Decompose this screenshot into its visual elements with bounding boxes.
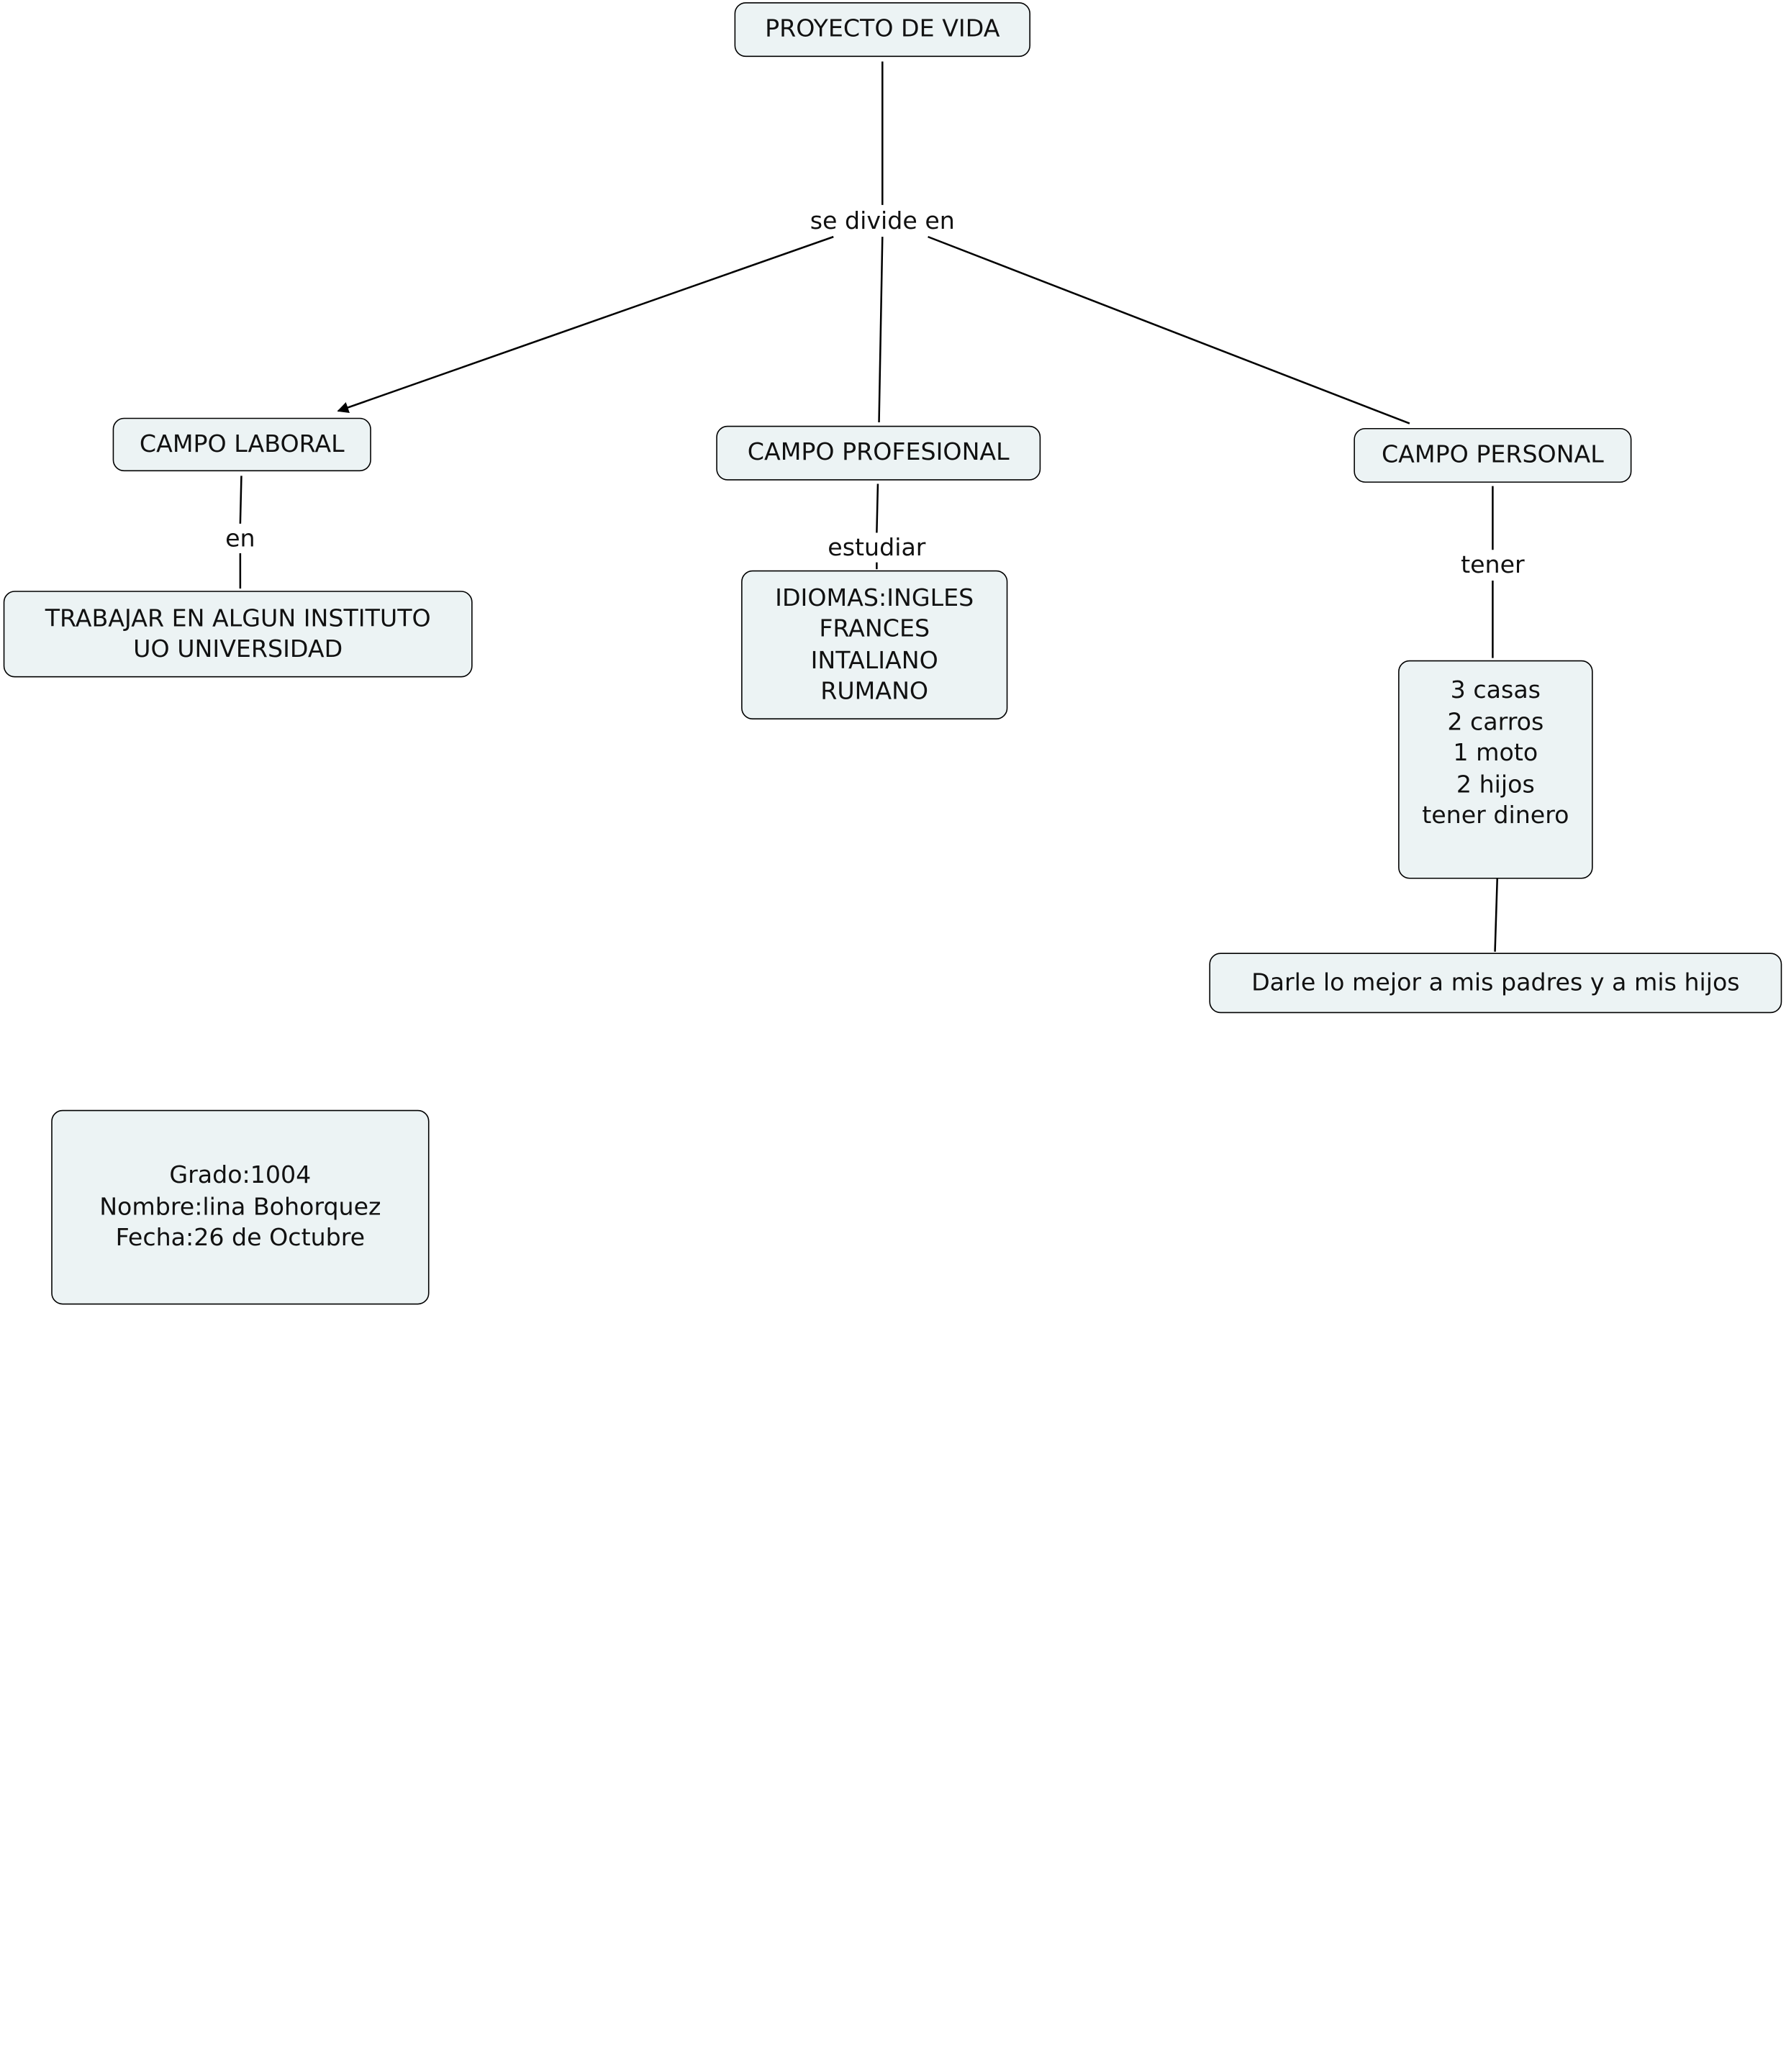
node-label: CAMPO PROFESIONAL — [747, 438, 1010, 466]
node-label: CAMPO PERSONAL — [1381, 440, 1604, 468]
node-line: 2 hijos — [1456, 770, 1535, 798]
edge-link-to-personal — [928, 235, 1410, 424]
node-line: 1 moto — [1453, 738, 1538, 766]
node-student-info[interactable]: Grado:1004 Nombre:lina Bohorquez Fecha:2… — [51, 1109, 430, 1305]
node-line: tener dinero — [1422, 801, 1569, 829]
node-line: RUMANO — [820, 677, 929, 705]
node-proyecto-de-vida[interactable]: PROYECTO DE VIDA — [734, 2, 1030, 58]
node-line: 3 casas — [1450, 676, 1541, 704]
node-line: Nombre:lina Bohorquez — [99, 1192, 381, 1220]
connector-lines — [239, 61, 1498, 952]
node-label: CAMPO LABORAL — [139, 430, 345, 458]
node-campo-profesional[interactable]: CAMPO PROFESIONAL — [716, 425, 1041, 481]
node-darle-lo-mejor[interactable]: Darle lo mejor a mis padres y a mis hijo… — [1209, 953, 1782, 1014]
link-label-tener: tener — [1457, 550, 1528, 578]
node-label: Darle lo mejor a mis padres y a mis hijo… — [1251, 968, 1740, 996]
link-label-se-divide-en: se divide en — [806, 206, 958, 235]
node-possessions[interactable]: 3 casas 2 carros 1 moto 2 hijos tener di… — [1398, 660, 1593, 879]
node-line: UO UNIVERSIDAD — [133, 635, 343, 663]
edge-profesional-to-estudiar — [876, 483, 879, 533]
node-line: Fecha:26 de Octubre — [115, 1224, 366, 1252]
node-line: IDIOMAS:INGLES — [775, 583, 974, 611]
node-line: TRABAJAR EN ALGUN INSTITUTO — [45, 604, 431, 632]
link-label-estudiar: estudiar — [824, 534, 930, 562]
node-line: Grado:1004 — [169, 1161, 312, 1189]
node-line: FRANCES — [819, 614, 930, 642]
node-campo-personal[interactable]: CAMPO PERSONAL — [1354, 427, 1632, 483]
node-idiomas[interactable]: IDIOMAS:INGLES FRANCES INTALIANO RUMANO — [741, 570, 1008, 720]
node-campo-laboral[interactable]: CAMPO LABORAL — [112, 417, 371, 472]
node-line: 2 carros — [1447, 707, 1544, 735]
edge-link-to-profesional — [878, 237, 884, 423]
edge-link-to-laboral — [337, 235, 834, 413]
edge-possessions-to-goal — [1494, 878, 1498, 952]
node-trabajar[interactable]: TRABAJAR EN ALGUN INSTITUTO UO UNIVERSID… — [3, 591, 473, 678]
edge-laboral-to-en — [239, 476, 242, 524]
node-line: INTALIANO — [810, 645, 938, 673]
node-label: PROYECTO DE VIDA — [765, 14, 1000, 42]
link-label-en: en — [222, 524, 259, 553]
